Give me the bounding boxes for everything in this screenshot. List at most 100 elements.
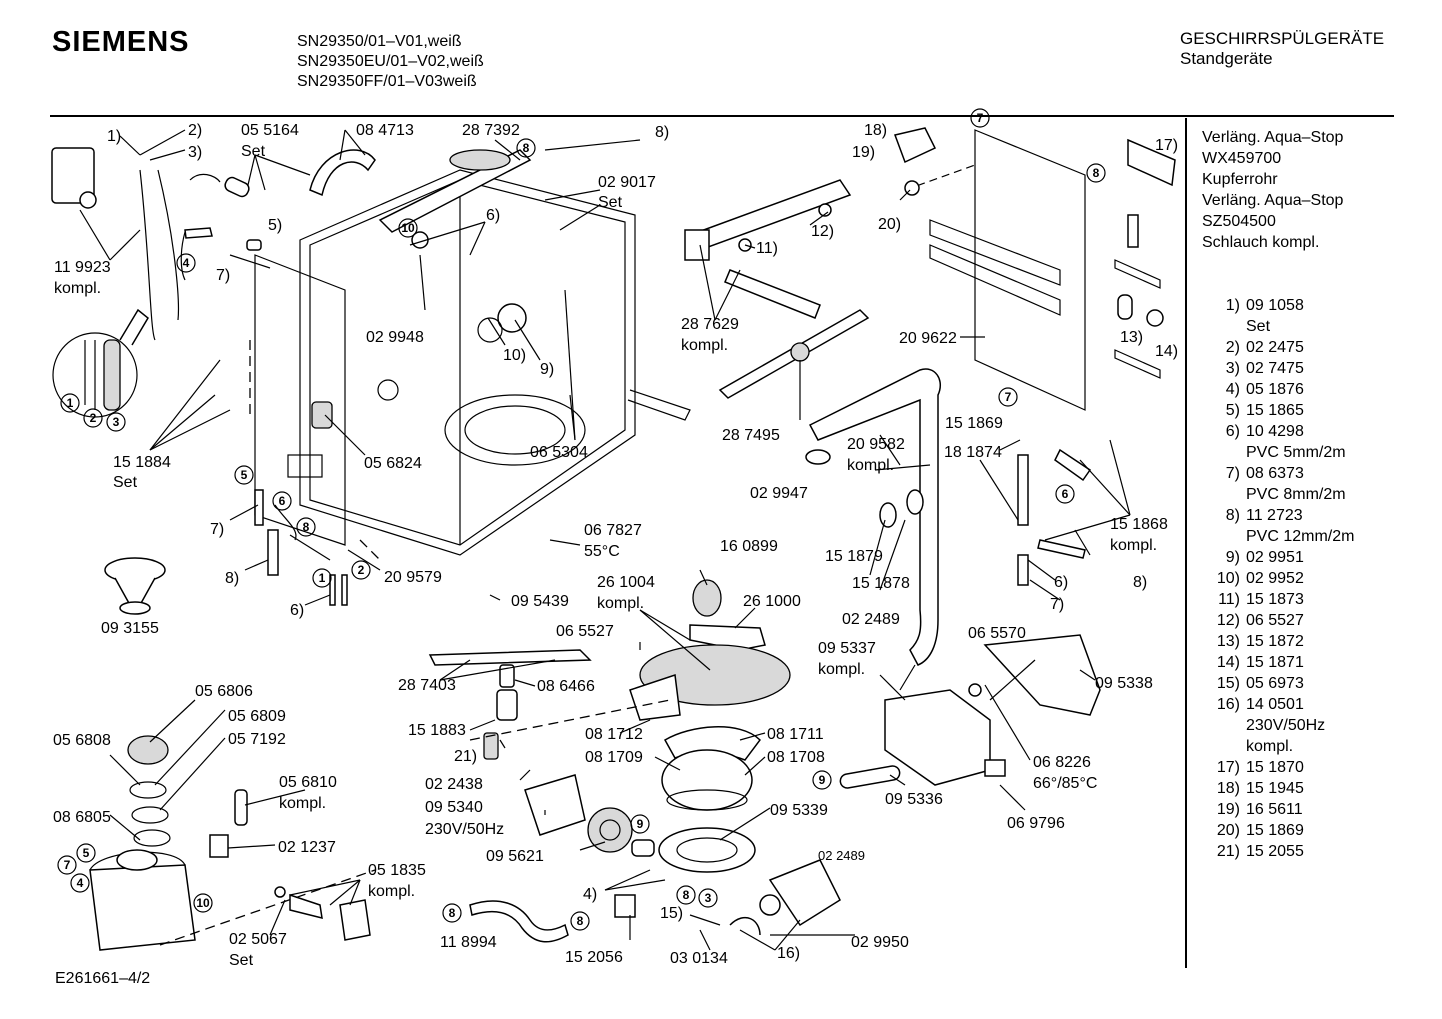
- svg-text:4: 4: [183, 256, 190, 270]
- legend-part: 15 1871: [1246, 654, 1304, 671]
- legend-part: 06 5527: [1246, 612, 1304, 629]
- svg-text:4: 4: [77, 876, 84, 890]
- legend-row: 11)15 1873: [1200, 589, 1354, 610]
- legend-number: 12): [1216, 612, 1240, 629]
- legend-row: 15)05 6973: [1200, 673, 1354, 694]
- category-title: GESCHIRRSPÜLGERÄTE: [1180, 29, 1385, 48]
- label-021237: 02 1237: [278, 839, 336, 856]
- label-set-a: Set: [241, 143, 266, 160]
- svg-text:7: 7: [64, 858, 71, 872]
- legend-part: 02 7475: [1246, 360, 1304, 377]
- svg-text:8: 8: [577, 914, 584, 928]
- svg-text:8: 8: [449, 906, 456, 920]
- legend-row: 8)11 2723: [1200, 505, 1354, 526]
- svg-text:3: 3: [705, 891, 712, 905]
- circulation-pump: [524, 774, 655, 857]
- spray-arm-bracket: [684, 127, 937, 319]
- svg-text:6: 6: [1062, 487, 1069, 501]
- label-095621: 09 5621: [486, 848, 544, 865]
- label-7c: 7): [1050, 596, 1064, 613]
- legend-part: 02 9951: [1246, 549, 1304, 566]
- label-056810: 05 6810: [279, 774, 337, 791]
- legend-number: 20): [1216, 822, 1240, 839]
- category: GESCHIRRSPÜLGERÄTE Standgeräte: [1180, 29, 1384, 69]
- inlet-valve: [614, 859, 841, 936]
- legend-number: 5): [1225, 402, 1240, 419]
- legend-row: 7)08 6373: [1200, 463, 1354, 484]
- legend-row: 19)16 5611: [1200, 799, 1354, 820]
- legend-part: 02 9952: [1246, 570, 1304, 587]
- label-set-d: Set: [229, 952, 254, 969]
- legend-part: 05 6973: [1246, 675, 1304, 692]
- legend-part: 09 1058: [1246, 297, 1304, 314]
- legend-row: 18)15 1945: [1200, 778, 1354, 799]
- legend-part: 14 0501: [1246, 696, 1304, 713]
- label-151878: 15 1878: [852, 575, 910, 592]
- legend-row: 2)02 2475: [1200, 337, 1354, 358]
- legend-part: 10 4298: [1246, 423, 1304, 440]
- part-labels: 1) 2) 3) 05 5164 Set 08 4713 28 7392 8) …: [53, 122, 1178, 969]
- legend-number: 10): [1216, 570, 1240, 587]
- header-rule: [50, 115, 1394, 117]
- legend-part: 15 1872: [1246, 633, 1304, 650]
- label-p10: 10): [503, 347, 526, 364]
- label-051835: 05 1835: [368, 862, 426, 879]
- legend-number: 6): [1225, 423, 1240, 440]
- drawing-number: E261661–4/2: [55, 970, 151, 987]
- upper-spray-arm: [378, 149, 532, 249]
- leader-lines: [79, 129, 1131, 951]
- label-8b: 8): [225, 570, 239, 587]
- svg-text:7: 7: [1005, 390, 1012, 404]
- legend-extra: PVC 12mm/2m: [1246, 528, 1355, 545]
- rear-panel: [904, 129, 1176, 411]
- legend-number: 16): [1216, 696, 1240, 713]
- legend-part: 08 6373: [1246, 465, 1304, 482]
- label-151884: 15 1884: [113, 454, 171, 471]
- legend-number: 18): [1216, 780, 1240, 797]
- label-209582: 20 9582: [847, 436, 905, 453]
- label-p2: 2): [188, 122, 202, 139]
- model-line-2: SN29350EU/01–V02,weiß: [297, 53, 484, 70]
- legend-part: 16 5611: [1246, 801, 1303, 818]
- label-022489b: 02 2489: [818, 848, 865, 863]
- legend-extra: kompl.: [1246, 738, 1294, 755]
- label-081708: 08 1708: [767, 749, 825, 766]
- label-118994: 11 8994: [440, 934, 497, 951]
- label-068226: 06 8226: [1033, 754, 1091, 771]
- side-note: Kupferrohr: [1202, 171, 1278, 188]
- legend-number: 3): [1225, 360, 1240, 377]
- label-p21: 21): [454, 748, 477, 765]
- assembly-dashed-lines: [159, 340, 671, 946]
- legend-row: 6) 10 4298: [1200, 421, 1354, 442]
- label-095336: 09 5336: [885, 791, 943, 808]
- legend-row: 9)02 9951: [1200, 547, 1354, 568]
- legend-row: 1)09 1058: [1200, 295, 1354, 316]
- legend-number: 21): [1216, 843, 1240, 860]
- svg-text:2: 2: [358, 563, 365, 577]
- legend-number: 8): [1225, 507, 1240, 524]
- label-057192: 05 7192: [228, 731, 286, 748]
- label-p11: 11): [756, 240, 778, 257]
- svg-text:3: 3: [113, 415, 120, 429]
- label-209622: 20 9622: [899, 330, 957, 347]
- label-kompl-d: kompl.: [1110, 537, 1157, 554]
- label-p3: 3): [188, 144, 202, 161]
- label-287403: 28 7403: [398, 677, 456, 694]
- label-kompl-b: kompl.: [681, 337, 728, 354]
- svg-text:1: 1: [67, 396, 74, 410]
- label-069796: 06 9796: [1007, 815, 1065, 832]
- label-084713: 08 4713: [356, 122, 414, 139]
- label-067827: 06 7827: [584, 522, 642, 539]
- clamp-bracket: [309, 149, 376, 197]
- label-065570: 06 5570: [968, 625, 1026, 642]
- label-261000: 26 1000: [743, 593, 801, 610]
- label-029947: 02 9947: [750, 485, 808, 502]
- label-7a: 7): [216, 267, 230, 284]
- label-081712: 08 1712: [585, 726, 643, 743]
- label-kompl-e: kompl.: [597, 595, 644, 612]
- svg-text:5: 5: [241, 468, 248, 482]
- label-7b: 7): [210, 521, 224, 538]
- drain-hose: [469, 900, 569, 943]
